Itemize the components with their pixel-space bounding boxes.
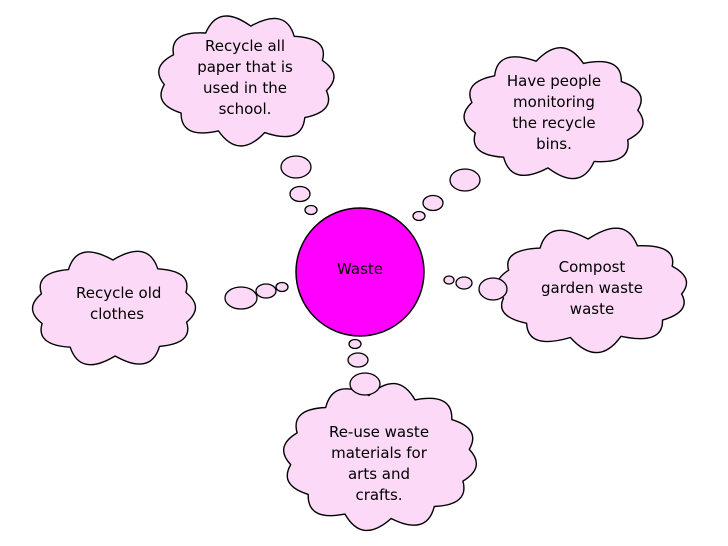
bubble-text-line: school.: [218, 100, 272, 118]
connector-dot: [422, 194, 444, 212]
bubble-text-line: Compost: [558, 258, 626, 276]
connector-dot: [349, 372, 381, 396]
bubble-text-line: materials for: [331, 444, 427, 462]
connector-dot: [348, 338, 362, 350]
bubble-text-line: bins.: [536, 135, 572, 153]
connector-dots: [224, 155, 508, 396]
bubble-text-line: Re-use waste: [328, 423, 430, 441]
connector-dot: [443, 275, 455, 285]
bubble-text-line: Recycle old: [76, 284, 162, 302]
connector-dot: [304, 204, 318, 216]
bubble-label-monitor-bins: Have people monitoring the recycle bins.: [494, 71, 614, 155]
bubble-text-line: arts and: [347, 465, 411, 483]
thought-cloud-reuse: [283, 382, 477, 532]
bubble-text-line: crafts.: [355, 486, 403, 504]
thought-cloud-recycle-paper: [158, 15, 335, 147]
bubble-text-line: garden waste: [540, 279, 644, 297]
connector-dot: [412, 210, 426, 222]
bubble-text-line: monitoring: [513, 93, 595, 111]
connector-dot: [255, 283, 277, 299]
thought-clouds: [31, 15, 688, 532]
center-label: Waste: [337, 260, 383, 278]
connector-dot: [280, 155, 312, 179]
connector-dot: [275, 281, 289, 293]
bubble-label-recycle-clothes: Recycle old clothes: [76, 283, 180, 325]
bubble-label-recycle-paper: Recycle all paper that is used in the sc…: [186, 36, 304, 120]
bubble-text-line: clothes: [90, 305, 145, 323]
thought-cloud-recycle-clothes: [31, 250, 197, 366]
bubble-text-line: Have people: [506, 72, 602, 90]
connector-dot: [289, 185, 311, 203]
bubble-text-line: paper that is: [197, 58, 293, 76]
connector-dot: [347, 352, 369, 368]
bubble-text-line: Recycle all: [204, 37, 286, 55]
bubble-label-compost: Compost garden waste waste: [530, 257, 654, 320]
center-circle: [295, 207, 425, 337]
bubble-text-line: waste: [569, 300, 615, 318]
bubble-text-line: used in the: [203, 79, 287, 97]
bubble-text-line: the recycle: [512, 114, 596, 132]
connector-dot: [455, 276, 473, 290]
thought-cloud-monitor-bins: [463, 47, 644, 180]
connector-dot: [224, 286, 258, 310]
bubble-label-reuse: Re-use waste materials for arts and craf…: [316, 422, 442, 506]
connector-dot: [478, 277, 508, 301]
connector-dot: [449, 168, 481, 192]
